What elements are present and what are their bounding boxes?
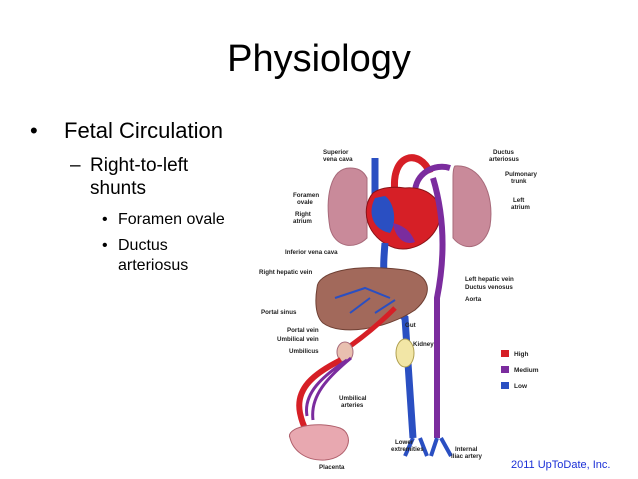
label-kidney: Kidney [413,341,434,348]
label-aorta: Aorta [465,296,482,303]
legend-swatch-medium [501,366,509,373]
liver [315,267,428,331]
umbilical-arteries [305,356,352,421]
label-right-atrium-2: atrium [293,218,312,225]
label-portal-sinus: Portal sinus [261,309,297,316]
label-ductus-arteriosus-1: Ductus [493,149,515,156]
label-umbilical-arteries-2: arteries [341,402,364,409]
left-lung [452,165,492,248]
label-umbilical-vein: Umbilical vein [277,336,319,343]
fetal-circulation-diagram: Superior vena cava Foramen ovale Right a… [259,149,539,471]
label-placenta: Placenta [319,464,345,471]
legend-label-low: Low [514,383,528,390]
label-umbilical-arteries-1: Umbilical [339,395,367,402]
label-superior-vena-cava-2: vena cava [323,156,353,163]
kidney [395,338,415,368]
label-foramen-ovale-1: Foramen [293,192,319,199]
label-umbilicus: Umbilicus [289,348,319,355]
slide-title: Physiology [227,38,411,80]
label-portal-vein: Portal vein [287,327,319,334]
label-gut: Gut [405,322,416,329]
label-pulmonary-trunk-2: trunk [511,178,527,185]
bullet-dot: • [102,237,108,254]
label-superior-vena-cava-1: Superior [323,149,349,156]
bullet-dot: • [30,118,38,143]
ventricle-shape [393,223,415,244]
label-foramen-ovale-2: ovale [297,199,313,206]
bullet-foramen-ovale: Foramen ovale [118,211,225,228]
label-left-atrium-1: Left [513,197,524,204]
legend-label-high: High [514,351,528,358]
legend-swatch-low [501,382,509,389]
label-lower-extremities-1: Lower [395,439,414,446]
label-inferior-vena-cava: Inferior vena cava [285,249,338,256]
aortic-arch [390,154,434,194]
bullet-fetal-circulation: Fetal Circulation [64,118,223,143]
label-lower-extremities-2: extremities [391,446,424,453]
legend-swatch-high [501,350,509,357]
legend-label-medium: Medium [514,367,539,374]
bullet-ductus-arteriosus: Ductus arteriosus [118,237,189,274]
label-left-hepatic-vein: Left hepatic vein [465,276,514,283]
label-right-atrium-1: Right [295,211,311,218]
label-right-hepatic-vein: Right hepatic vein [259,269,313,276]
label-pulmonary-trunk-1: Pulmonary [505,171,538,178]
label-left-atrium-2: atrium [511,204,530,211]
label-internal-iliac-artery-1: Internal [455,446,478,453]
placenta [289,424,349,461]
hepatic-veins [334,286,396,314]
right-lung [327,167,368,246]
right-atrium-shape [371,196,395,233]
bullet-right-to-left-shunts: Right-to-left shunts [90,155,189,199]
descending-aorta [430,177,446,438]
label-ductus-venosus: Ductus venosus [465,284,513,291]
label-ductus-arteriosus-2: arteriosus [489,156,519,163]
bullet-dash: – [70,155,81,176]
bullet-dot: • [102,211,108,228]
copyright-credit: 2011 UpToDate, Inc. [511,459,611,471]
lower-extremity-vessels [403,437,453,457]
label-internal-iliac-artery-2: iliac artery [451,453,483,460]
